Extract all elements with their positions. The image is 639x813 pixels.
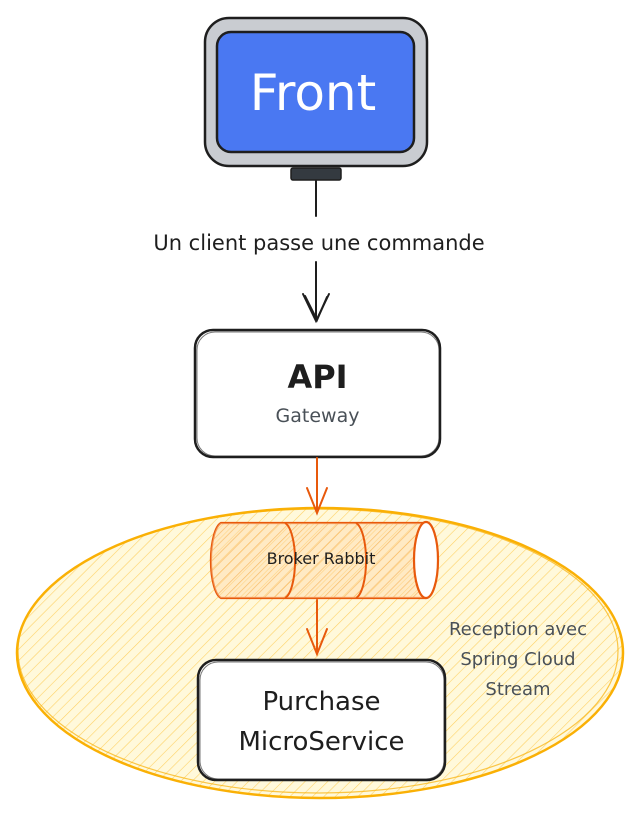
arrow-broker-to-purchase [306, 599, 328, 657]
api-gateway-node [193, 328, 442, 459]
front-label: Front [249, 64, 377, 122]
purchase-node [196, 658, 447, 782]
reception-zone [15, 506, 625, 800]
purchase-label: Purchase MicroService [238, 687, 405, 757]
arrow-front-to-api [302, 180, 330, 324]
broker-node [209, 520, 440, 600]
arrow-api-to-broker [306, 457, 328, 516]
broker-label: Broker Rabbit [266, 549, 376, 568]
reception-zone-label: Reception avec Spring Cloud Stream [448, 619, 588, 700]
front-node [203, 16, 429, 181]
front-to-api-edge-label: Un client passe une commande [153, 231, 485, 255]
monitor-stand [290, 167, 342, 181]
api-subtitle: Gateway [275, 405, 360, 427]
api-title: API [287, 358, 348, 396]
